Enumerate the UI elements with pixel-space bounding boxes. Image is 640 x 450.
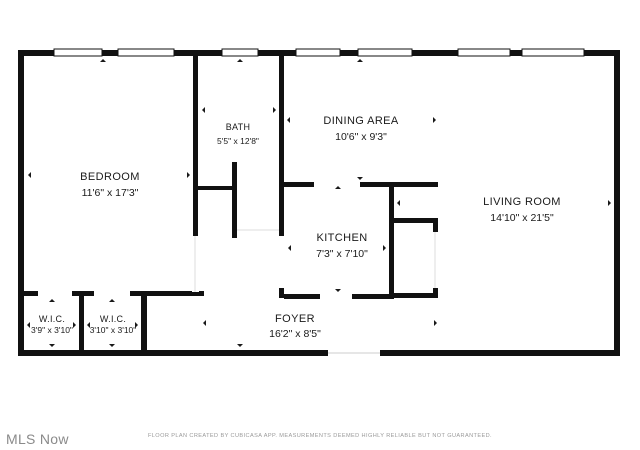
kitchen-dims: 7'3" x 7'10" — [316, 248, 368, 260]
wic-right-dims: 3'10" x 3'10" — [90, 325, 137, 335]
dimension-ticks — [27, 59, 611, 347]
interior-walls — [24, 56, 438, 350]
living-name: LIVING ROOM — [483, 196, 561, 208]
living-dims: 14'10" x 21'5" — [490, 212, 554, 224]
bath-name: BATH — [226, 122, 251, 132]
wic-left-name: W.I.C. — [39, 314, 65, 324]
foyer-dims: 16'2" x 8'5" — [269, 328, 321, 340]
dining-dims: 10'6" x 9'3" — [335, 131, 387, 143]
bath-dims: 5'5" x 12'8" — [217, 136, 259, 146]
dining-name: DINING AREA — [323, 115, 399, 127]
kitchen-name: KITCHEN — [316, 232, 367, 244]
bedroom-name: BEDROOM — [80, 171, 140, 183]
bedroom-dims: 11'6" x 17'3" — [82, 187, 139, 199]
room-labels: BEDROOM 11'6" x 17'3" BATH 5'5" x 12'8" … — [31, 115, 561, 340]
windows — [53, 48, 585, 57]
wic-left-dims: 3'9" x 3'10" — [31, 325, 73, 335]
mls-now-watermark: MLS Now — [6, 431, 69, 447]
wic-right-name: W.I.C. — [100, 314, 126, 324]
foyer-name: FOYER — [275, 313, 315, 325]
opening-lines — [194, 229, 436, 354]
credit-line: FLOOR PLAN CREATED BY CUBICASA APP. MEAS… — [148, 433, 492, 439]
